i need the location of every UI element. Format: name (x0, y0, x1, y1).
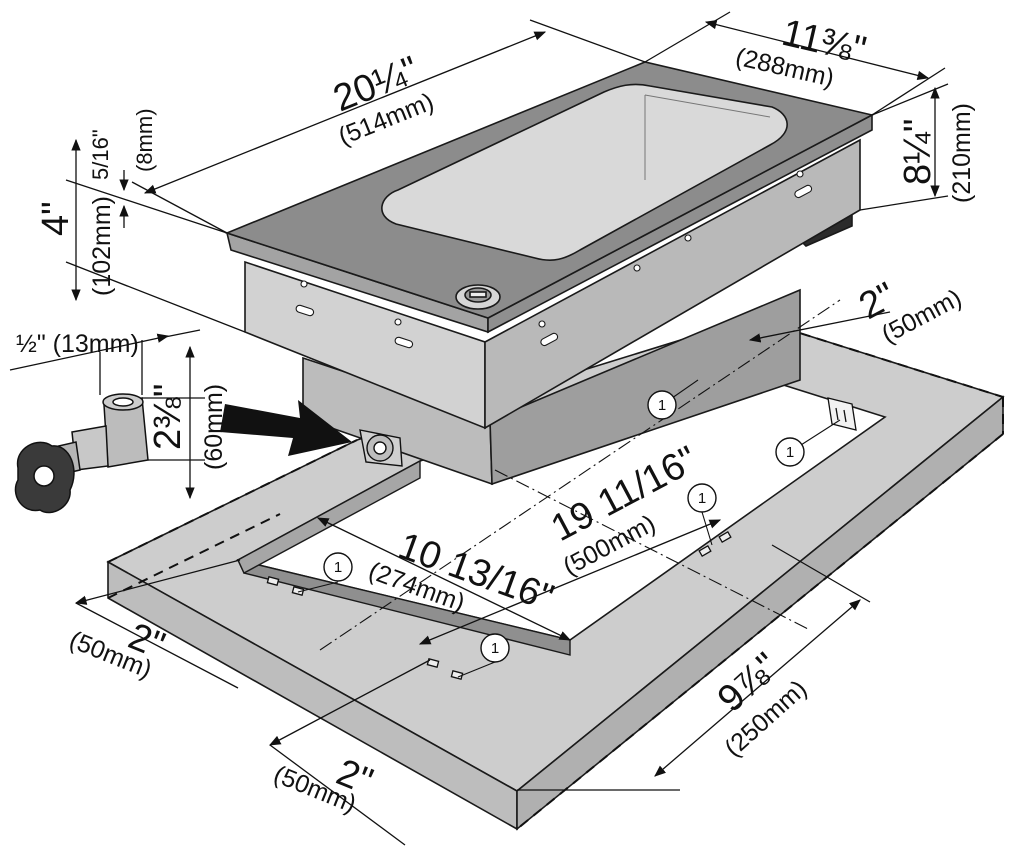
svg-text:1: 1 (786, 444, 794, 461)
well-unit (224, 61, 875, 486)
lower-housing-side (489, 288, 801, 486)
svg-text:1: 1 (658, 397, 666, 414)
callout-markers: 1 1 1 1 1 1 (323, 390, 805, 663)
height-mm-label: (210mm) (948, 103, 976, 203)
side-slots (295, 184, 813, 349)
svg-text:1: 1 (334, 559, 342, 576)
well-inner-shadow (644, 94, 771, 180)
valve-height-inch-label: 2⅜" (147, 384, 189, 450)
valve-height-mm-label: (60mm) (200, 384, 228, 470)
valve-size-label: ½" (13mm) (16, 330, 139, 358)
body-height-mm-label: (102mm) (88, 196, 116, 296)
valve-handwheel (14, 441, 75, 514)
callout-marker: 1 (647, 390, 677, 420)
rim-mm-label: (8mm) (132, 108, 157, 172)
edge-screws (300, 170, 804, 328)
rim-inch-label: 5/16" (88, 129, 113, 180)
well-opening (381, 83, 788, 261)
height-inch-label: 8¼" (897, 119, 939, 185)
callout-marker: 1 (687, 483, 717, 513)
direction-arrow (220, 400, 352, 456)
shutoff-valve (14, 393, 149, 514)
callout-marker: 1 (323, 552, 353, 582)
callout-marker: 1 (775, 437, 805, 467)
dimension-lines (9, 11, 949, 846)
callout-marker: 1 (480, 633, 510, 663)
drain-valve-under-unit (359, 429, 403, 467)
drain-knob (455, 284, 501, 310)
svg-text:1: 1 (698, 490, 706, 507)
svg-text:1: 1 (491, 640, 499, 657)
spring-clip-right (827, 397, 857, 431)
body-height-inch-label: 4" (35, 201, 77, 236)
centerlines (319, 299, 841, 651)
